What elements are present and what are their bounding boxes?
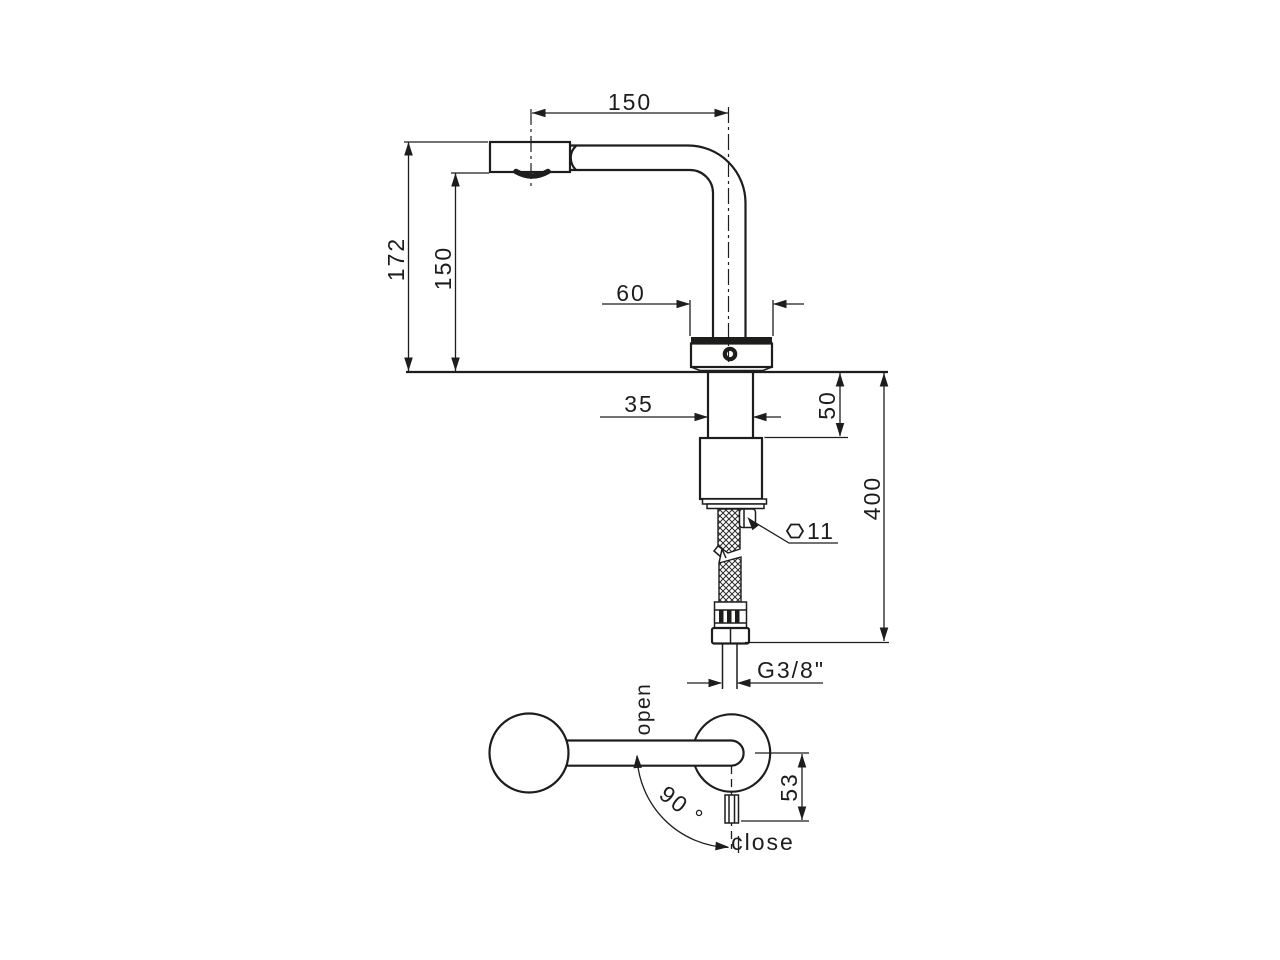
crimp-rib <box>727 610 732 623</box>
spout-inner-edge <box>570 168 715 337</box>
base-body <box>689 342 774 369</box>
base-ring <box>691 337 772 344</box>
dim-label-thread: G3/8" <box>757 657 825 683</box>
dim-label-angle-90: 90 ° <box>655 780 710 831</box>
aerator-body <box>488 140 572 174</box>
flex-hose <box>710 508 757 689</box>
fixing-cylinder <box>698 436 764 501</box>
swing-arc-90 <box>636 755 729 849</box>
dim-label-depth-50: 50 <box>814 390 840 420</box>
dim-label-height-150: 150 <box>430 246 456 290</box>
under-deck-shank <box>698 372 768 510</box>
crimp-rib <box>719 610 724 623</box>
hex-nut-icon <box>785 523 805 539</box>
hose-upper-section <box>717 508 741 554</box>
label-open: open <box>632 683 655 736</box>
dim-label-hose-400: 400 <box>859 476 885 520</box>
hose-lower-tear <box>718 546 727 564</box>
spout-outer-edge <box>570 144 747 337</box>
label-close: close <box>731 829 795 855</box>
base-foot <box>690 366 773 372</box>
hose-upper-tear <box>712 545 722 558</box>
leader-line-hex-11 <box>748 518 838 544</box>
dim-label-base-diameter: ⁠60 <box>616 280 646 306</box>
spout-outline <box>488 140 747 337</box>
spout-tube-end <box>569 145 577 171</box>
dimension-lines <box>404 108 889 688</box>
tap-base <box>689 337 774 372</box>
lever-arm <box>564 739 745 767</box>
aerator-outlet <box>513 168 551 179</box>
dim-label-hex-11: 11 <box>807 518 835 544</box>
base-screw-icon <box>722 346 738 362</box>
hose-lower-section <box>718 556 742 604</box>
dim-label-spout-reach: 150 <box>608 89 652 115</box>
lever-knob <box>488 712 570 794</box>
handle-plan-view <box>488 712 809 853</box>
dim-label-height-172: 172 <box>383 237 409 281</box>
close-position-stub <box>724 794 740 824</box>
dim-label-shank-diameter: ⁠35 <box>624 391 654 417</box>
crimp-rib <box>735 610 740 623</box>
dim-label-offset-53: 53 <box>776 772 802 802</box>
fixing-plate-lower <box>706 503 765 510</box>
